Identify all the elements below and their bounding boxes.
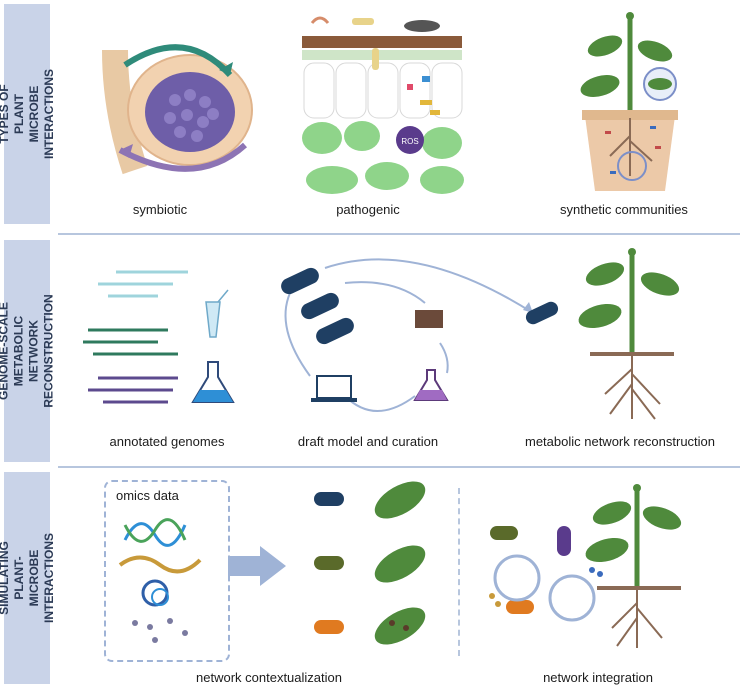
row1-side-label: TYPES OF PLANT MICROBE INTERACTIONS <box>0 4 56 224</box>
network-integration-illustration <box>489 484 682 648</box>
row3-side-label: SIMULATING PLANT- MICROBE INTERACTIONS <box>0 472 56 684</box>
omics-data-label: omics data <box>116 488 179 503</box>
annotated-genomes-illustration <box>83 270 235 404</box>
vertical-divider <box>458 488 460 656</box>
caption-annotated-genomes: annotated genomes <box>109 434 225 449</box>
row3-side-text: SIMULATING PLANT- MICROBE INTERACTIONS <box>0 533 56 623</box>
pathogenic-leaf-illustration: ROS <box>302 16 464 194</box>
caption-synthetic-communities: synthetic communities <box>560 202 688 217</box>
caption-network-contextualization: network contextualization <box>196 670 342 685</box>
row2-side-label: GENOME-SCALE METABOLIC NETWORK RECONSTRU… <box>0 240 56 462</box>
omics-data-illustration <box>118 518 202 643</box>
synthetic-communities-illustration <box>580 12 678 191</box>
row-separator-2 <box>58 466 740 468</box>
row-separator-1 <box>58 233 740 235</box>
row2-side-text: GENOME-SCALE METABOLIC NETWORK RECONSTRU… <box>0 294 56 408</box>
caption-symbiotic: symbiotic <box>132 202 188 217</box>
metabolic-network-plant-illustration <box>525 248 680 420</box>
ros-label: ROS <box>401 137 418 146</box>
caption-pathogenic: pathogenic <box>336 202 400 217</box>
row1-side-text: TYPES OF PLANT MICROBE INTERACTIONS <box>0 69 56 159</box>
symbiotic-nodule-illustration <box>102 44 253 175</box>
draft-model-curation-illustration <box>281 258 534 412</box>
caption-network-integration: network integration <box>543 670 653 685</box>
caption-metabolic-network-reconstruction: metabolic network reconstruction <box>524 434 716 449</box>
network-contextualization-illustration <box>314 481 426 645</box>
caption-draft-model-curation: draft model and curation <box>297 434 439 449</box>
contextualization-arrow <box>228 546 286 586</box>
